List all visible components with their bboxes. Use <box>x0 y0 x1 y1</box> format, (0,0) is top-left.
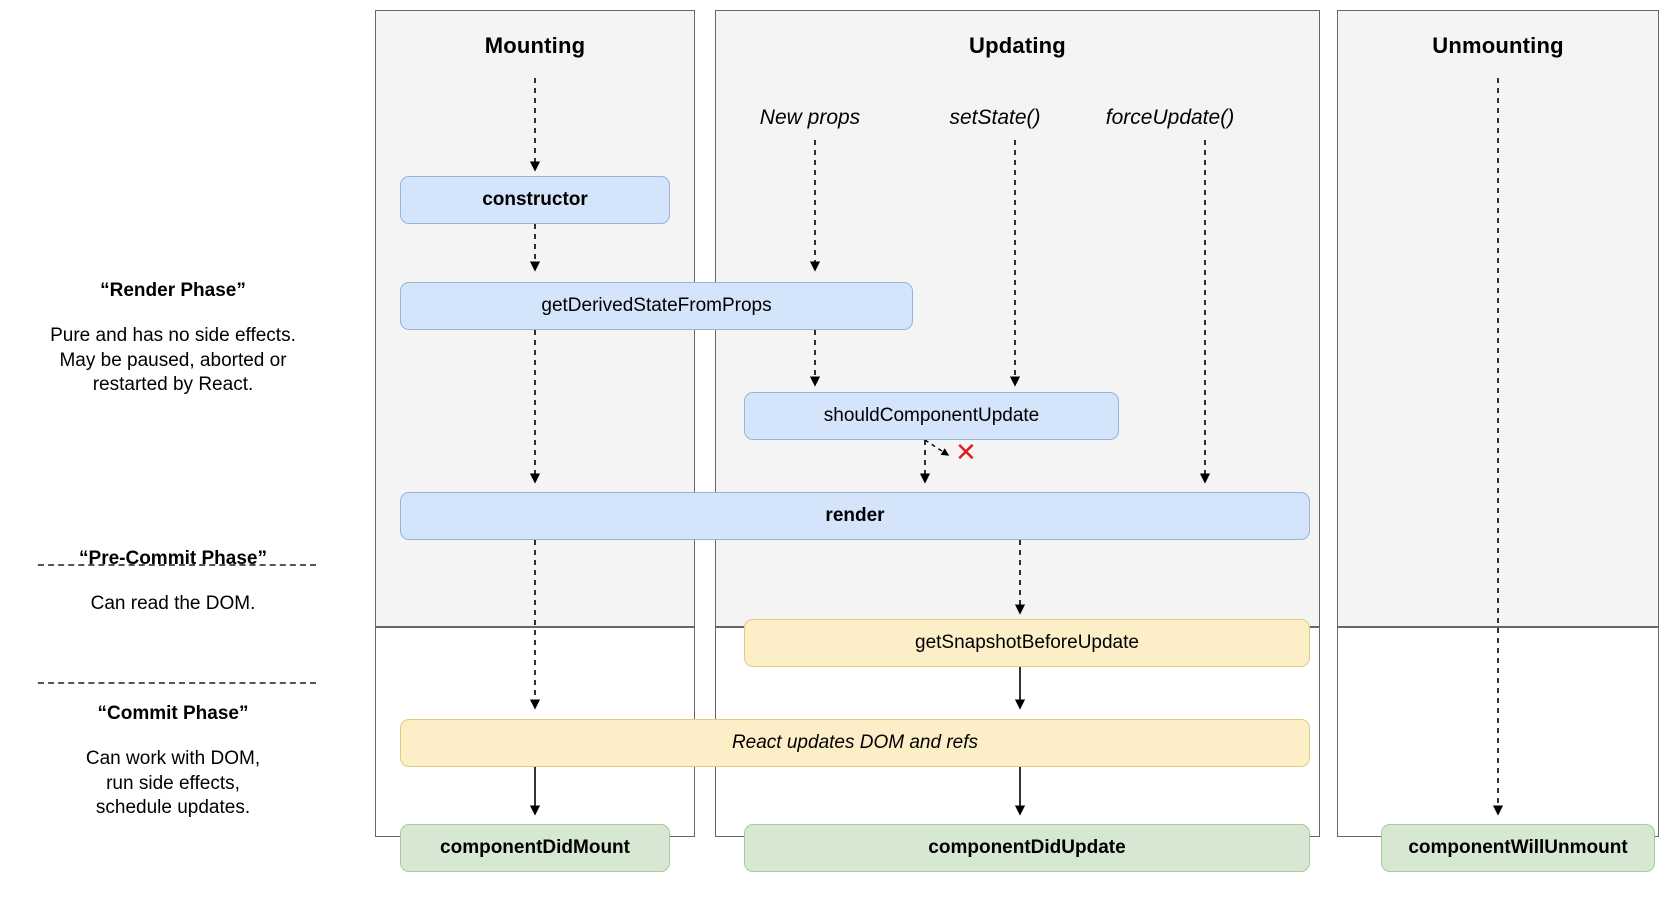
legend-divider-bottom <box>38 682 316 684</box>
phase-commit-body: Can work with DOM, run side effects, sch… <box>85 748 261 819</box>
node-should-component-update[interactable]: shouldComponentUpdate <box>744 392 1119 440</box>
legend-divider-top <box>38 564 316 566</box>
source-label-new-props: New props <box>759 106 861 129</box>
column-title-unmounting: Unmounting <box>1432 33 1564 58</box>
column-title-mounting: Mounting <box>484 33 586 58</box>
column-title-updating: Updating <box>969 33 1066 58</box>
node-react-updates-dom-and-refs[interactable]: React updates DOM and refs <box>400 719 1310 767</box>
source-label-force-update: forceUpdate() <box>1105 106 1235 129</box>
phase-precommit-body: Can read the DOM. <box>90 593 256 614</box>
node-constructor[interactable]: constructor <box>400 176 670 224</box>
node-render[interactable]: render <box>400 492 1310 540</box>
phase-render-body: Pure and has no side effects. May be pau… <box>50 325 296 396</box>
node-component-did-mount[interactable]: componentDidMount <box>400 824 670 872</box>
source-label-set-state: setState() <box>949 106 1041 129</box>
node-component-did-update[interactable]: componentDidUpdate <box>744 824 1310 872</box>
phase-render-title: “Render Phase” <box>100 280 246 301</box>
node-get-derived-state-from-props[interactable]: getDerivedStateFromProps <box>400 282 913 330</box>
phase-commit-title: “Commit Phase” <box>97 703 249 724</box>
node-component-will-unmount[interactable]: componentWillUnmount <box>1381 824 1655 872</box>
phase-precommit-title: “Pre-Commit Phase” <box>79 548 267 569</box>
phase-render-legend: “Render Phase” Pure and has no side effe… <box>8 280 338 398</box>
phase-precommit-legend: “Pre-Commit Phase” Can read the DOM. <box>8 548 338 617</box>
node-get-snapshot-before-update[interactable]: getSnapshotBeforeUpdate <box>744 619 1310 667</box>
skip-render-x-icon: ✕ <box>955 438 977 468</box>
phase-commit-legend: “Commit Phase” Can work with DOM, run si… <box>8 703 338 821</box>
